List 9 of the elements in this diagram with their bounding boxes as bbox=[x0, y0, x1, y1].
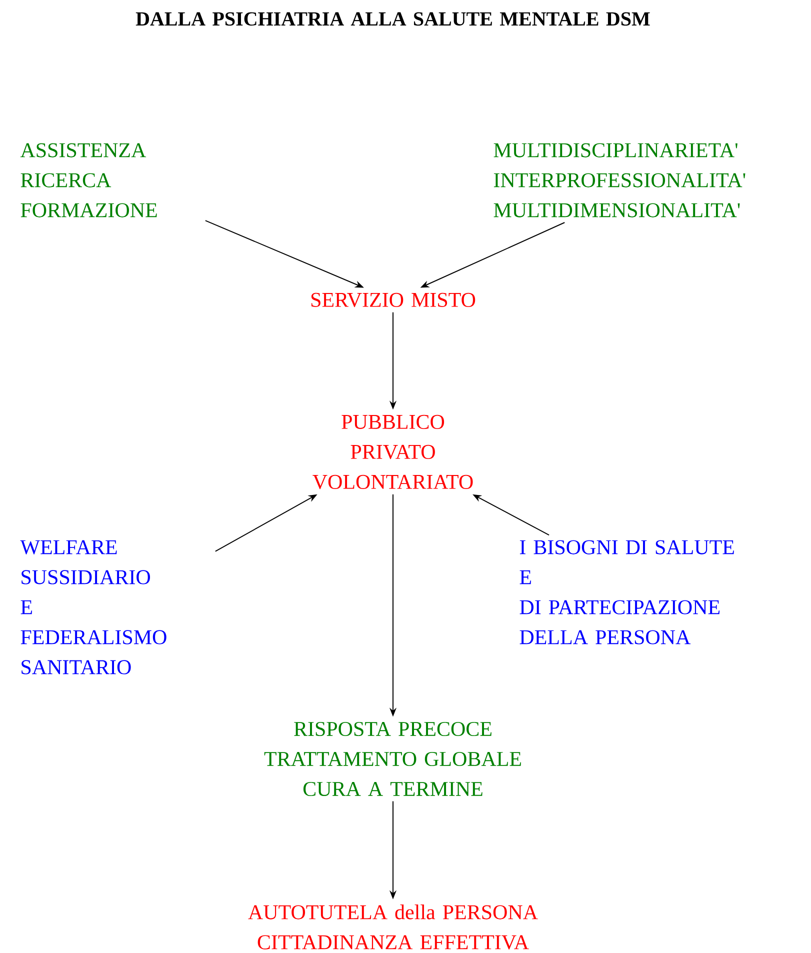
text-label: MULTIDISCIPLINARIETA' INTERPROFESSIONALITA' MULTIDIMENSIONALITA' bbox=[494, 143, 746, 218]
text-label: RISPOSTA PRECOCE TRATTAMENTO GLOBALE CURA A TERMINE bbox=[264, 722, 521, 796]
text-label: AUTOTUTELA della PERSONA CITTADINANZA EFFETTIVA bbox=[248, 904, 538, 950]
text-label: SERVIZIO MISTO bbox=[311, 292, 476, 308]
text-label: PUBBLICO PRIVATO VOLONTARIATO bbox=[312, 414, 473, 490]
text-label: ASSISTENZA RICERCA FORMAZIONE bbox=[20, 143, 157, 218]
title: DALLA PSICHIATRIA ALLA SALUTE MENTALE DSM bbox=[136, 12, 650, 26]
text-label: WELFARE SUSSIDIARIO E FEDERALISMO SANITARIO bbox=[20, 540, 166, 674]
text-label: I BISOGNI DI SALUTE E DI PARTECIPAZIONE DELLA PERSONA bbox=[520, 540, 734, 644]
